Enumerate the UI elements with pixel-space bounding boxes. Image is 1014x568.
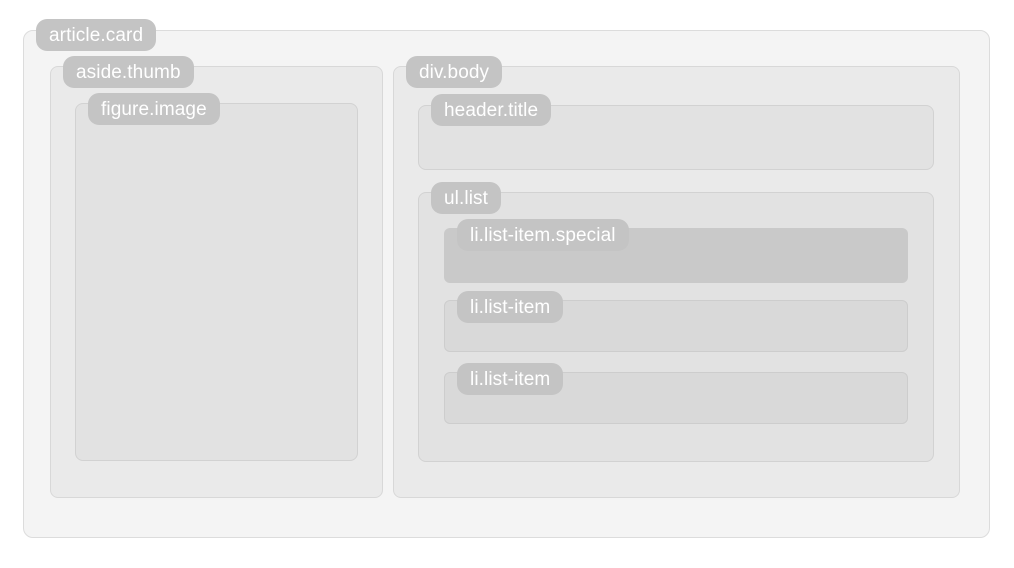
node-label-article-card[interactable]: article.card	[36, 19, 157, 51]
node-label-ul-list[interactable]: ul.list	[431, 182, 501, 214]
node-box-figure-image[interactable]	[75, 103, 358, 461]
node-label-list-item-special[interactable]: li.list-item.special	[457, 219, 629, 251]
node-label-list-item[interactable]: li.list-item	[457, 291, 564, 323]
node-label-div-body[interactable]: div.body	[406, 56, 503, 88]
node-label-aside-thumb[interactable]: aside.thumb	[63, 56, 194, 88]
node-label-list-item[interactable]: li.list-item	[457, 363, 564, 395]
node-label-header-title[interactable]: header.title	[431, 94, 552, 126]
node-label-figure-image[interactable]: figure.image	[88, 93, 220, 125]
